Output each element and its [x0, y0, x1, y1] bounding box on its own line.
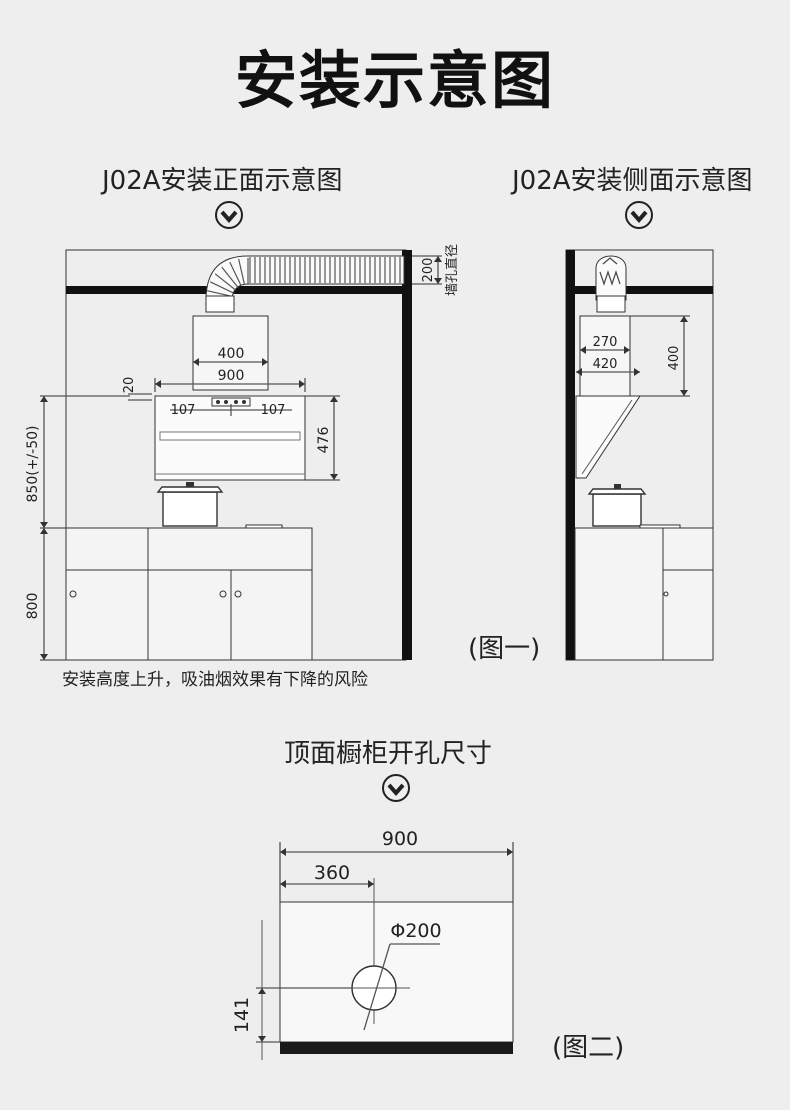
top-width-label: 900	[382, 828, 418, 850]
front-view-drawing: 400 900 20 107 107 476	[25, 244, 460, 661]
hole-size-label: Φ200	[390, 920, 441, 942]
right-wall	[402, 250, 412, 660]
install-height-label: 850(+/-50)	[25, 426, 41, 503]
hood-height-label: 476	[316, 427, 332, 454]
cabinet-top-outline	[279, 901, 514, 1043]
chimney-height-label: 400	[667, 346, 682, 371]
hood-width-label: 900	[218, 368, 245, 384]
side-cooking-pot	[587, 484, 647, 527]
lower-cabinet	[65, 527, 313, 661]
side-hood-body	[575, 395, 641, 479]
side-view-drawing: 270 420 400	[565, 249, 714, 661]
hole-diameter-label: 200	[421, 258, 436, 283]
height-warning-note: 安装高度上升，吸油烟效果有下降的风险	[62, 670, 368, 690]
chimney-width-label: 400	[218, 346, 245, 362]
top-view-caption: 顶面橱柜开孔尺寸	[284, 739, 493, 769]
ceiling-beam	[66, 286, 406, 294]
back-wall	[566, 250, 575, 660]
offset-label: 20	[122, 377, 137, 394]
cabinet-height-label: 800	[25, 593, 41, 620]
left-107-label: 107	[171, 403, 196, 418]
bottom-depth-label: 420	[593, 357, 618, 372]
flexible-duct	[205, 255, 405, 313]
front-view-caption: J02A安装正面示意图	[102, 166, 343, 196]
side-cabinet	[574, 527, 714, 661]
side-duct	[595, 255, 627, 301]
side-chimney	[579, 315, 631, 397]
top-depth-label: 270	[593, 335, 618, 350]
figure-two-label: (图二)	[552, 1033, 625, 1063]
figure-one-label: (图一)	[468, 634, 541, 664]
side-ceiling-beam	[566, 286, 713, 294]
hood-chimney	[192, 315, 269, 391]
chevron-down-icon	[215, 201, 243, 229]
chevron-down-icon	[382, 774, 410, 802]
depth-offset-label: 141	[231, 997, 253, 1033]
wall-edge	[280, 1042, 513, 1054]
chevron-down-icon	[625, 201, 653, 229]
wall-hole-label: 墙孔直径	[445, 244, 460, 296]
side-view-caption: J02A安装侧面示意图	[512, 166, 753, 196]
center-offset-label: 360	[314, 862, 350, 884]
right-107-label: 107	[261, 403, 286, 418]
page-title: 安装示意图	[234, 44, 555, 117]
cooking-pot	[156, 482, 224, 527]
top-view-drawing: 900 360 Φ200 141	[231, 828, 514, 1060]
